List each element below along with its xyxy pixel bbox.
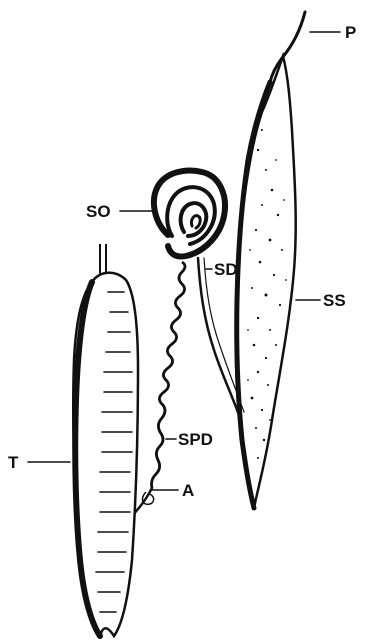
tube-tip <box>100 244 106 274</box>
wavy-duct <box>152 262 186 488</box>
coil-center <box>191 216 200 228</box>
spindle-body <box>236 56 296 508</box>
spindle-tip <box>270 12 305 82</box>
labels: P SO SD SS SPD T A <box>8 23 356 500</box>
spindle-structure <box>236 12 305 508</box>
label-spd: SPD <box>178 430 213 449</box>
label-ss: SS <box>323 291 346 310</box>
segmented-tube <box>73 244 138 636</box>
label-p: P <box>345 23 356 42</box>
label-t: T <box>8 453 19 472</box>
label-sd: SD <box>214 260 238 279</box>
label-so: SO <box>86 202 111 221</box>
coiled-structure <box>154 171 225 257</box>
duct-loop <box>143 492 154 504</box>
label-a: A <box>182 481 194 500</box>
connecting-duct <box>198 258 240 418</box>
